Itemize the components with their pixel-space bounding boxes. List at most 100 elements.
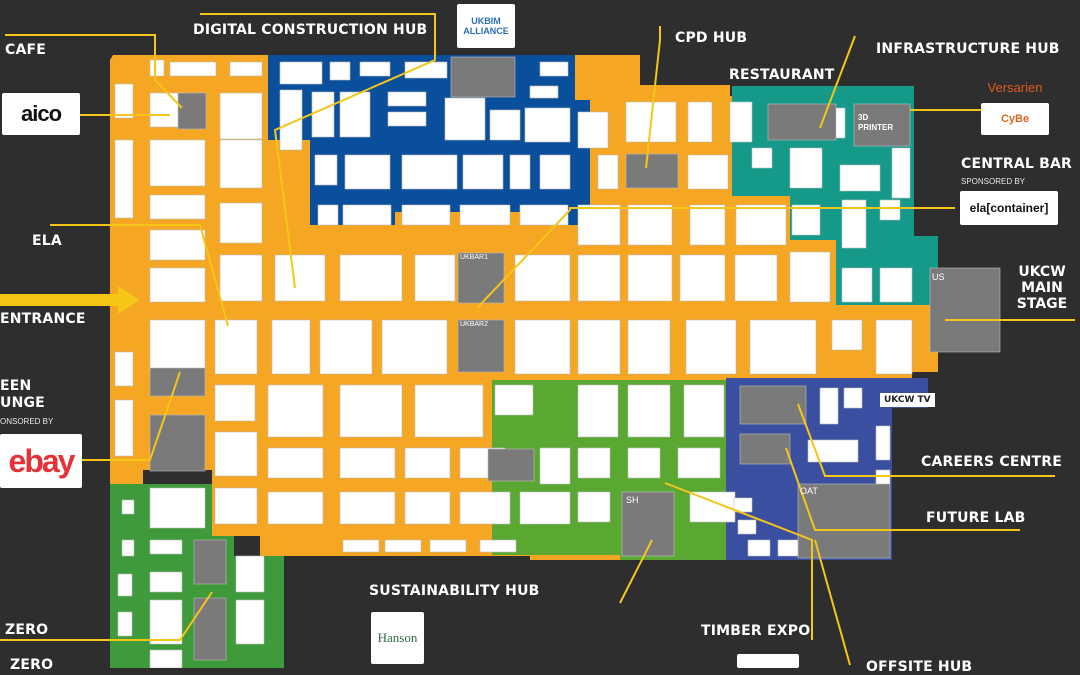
booth-16 <box>414 254 456 302</box>
main-stage-label: UKCW MAIN STAGE <box>1012 264 1072 312</box>
entrance-arrow <box>0 286 140 314</box>
booth-37 <box>267 384 324 438</box>
leader-line-11 <box>785 447 1020 531</box>
booth-122 <box>819 387 839 425</box>
us-tag: US <box>932 272 945 282</box>
entrance-label: ENTRANCE <box>0 311 86 327</box>
booth-91 <box>314 154 338 186</box>
green-lounge-label-1: EEN <box>0 378 32 394</box>
offsite-logo <box>737 654 799 668</box>
zero-feature-area-2 <box>193 597 227 661</box>
booth-15 <box>339 254 403 302</box>
booth-74 <box>235 555 265 593</box>
booth-25 <box>271 319 311 375</box>
booth-129 <box>875 469 891 487</box>
booth-72 <box>149 571 183 593</box>
booth-14 <box>274 254 326 302</box>
booth-105 <box>401 204 451 226</box>
zero-feature-area-1 <box>193 539 227 585</box>
offsite-hub-label: OFFSITE HUB <box>866 659 973 675</box>
booth-43 <box>683 384 725 438</box>
booth-66 <box>149 487 206 529</box>
booth-54 <box>214 487 258 525</box>
booth-71 <box>117 611 133 637</box>
booth-123 <box>843 387 863 409</box>
booth-118 <box>879 267 913 303</box>
ela-label: ELA <box>32 233 62 249</box>
leader-line-1 <box>200 13 436 289</box>
sustainability-feature-area <box>621 491 675 557</box>
leader-line-10 <box>797 403 1055 477</box>
booth-65 <box>479 539 517 553</box>
booth-75 <box>235 599 265 645</box>
cpd-hub-label: CPD HUB <box>675 30 748 46</box>
booth-grid <box>114 59 913 668</box>
green-lounge-sponsored: ONSORED BY <box>0 417 54 426</box>
booth-5 <box>219 92 263 140</box>
green-lounge-feature-area <box>149 367 206 397</box>
booth-96 <box>539 154 571 190</box>
booth-104 <box>342 204 392 226</box>
booth-57 <box>404 491 451 525</box>
leader-line-13 <box>664 482 813 640</box>
bar-feature-area <box>487 448 535 482</box>
booth-82 <box>539 61 569 77</box>
ukcw-tv-label: UKCW TV <box>880 393 935 407</box>
leader-line-0 <box>5 34 183 109</box>
booth-3 <box>114 83 134 119</box>
booth-50 <box>539 447 571 485</box>
cpd-hub-feature-area <box>625 153 679 189</box>
booth-114 <box>839 164 881 192</box>
booth-121 <box>891 147 911 199</box>
booth-18 <box>577 254 621 302</box>
zero-label-1: ZERO <box>5 622 49 638</box>
leader-line-7 <box>80 371 181 461</box>
leader-line-15 <box>814 539 851 666</box>
booth-56 <box>339 491 396 525</box>
digital-hub-label: DIGITAL CONSTRUCTION HUB <box>193 22 428 38</box>
booth-83 <box>279 89 303 151</box>
booth-62 <box>342 539 380 553</box>
oat-tag: OAT <box>800 486 818 496</box>
booth-78 <box>329 61 351 81</box>
booth-58 <box>459 491 511 525</box>
main-stage-line-3: STAGE <box>1016 296 1068 312</box>
booth-79 <box>359 61 391 77</box>
booth-10 <box>219 202 263 244</box>
booth-59 <box>519 491 571 525</box>
booth-46 <box>267 447 324 479</box>
booth-6 <box>114 139 134 219</box>
booth-67 <box>149 539 183 555</box>
booth-13 <box>219 254 263 302</box>
cafe-feature-area <box>177 92 207 130</box>
booth-87 <box>387 111 427 127</box>
leader-line-14 <box>0 591 213 641</box>
booth-0 <box>149 59 165 77</box>
booth-69 <box>121 539 135 557</box>
booth-32 <box>749 319 817 375</box>
ukbar1-tag: UKBAR1 <box>460 254 489 261</box>
booth-12 <box>149 267 206 303</box>
booth-40 <box>494 384 534 416</box>
booth-92 <box>344 154 391 190</box>
booth-127 <box>733 497 753 513</box>
booth-20 <box>679 254 726 302</box>
booth-41 <box>577 384 619 438</box>
careers-centre-label: CAREERS CENTRE <box>921 454 1063 470</box>
booth-70 <box>117 573 133 597</box>
booth-73 <box>149 599 183 645</box>
booth-106 <box>459 204 511 226</box>
ukbar2-feature-area <box>457 319 505 373</box>
sh-tag: SH <box>626 495 639 505</box>
3d-printer-feature-area <box>853 103 911 147</box>
booth-23 <box>149 319 206 371</box>
booth-103 <box>317 204 339 226</box>
cafe-label: CAFE <box>5 42 47 58</box>
hanson-logo: Hanson <box>371 612 424 664</box>
booth-45 <box>214 431 258 477</box>
ukbim-alliance-logo: UKBIM ALLIANCE <box>457 4 515 48</box>
booth-31 <box>685 319 737 375</box>
feature-areas <box>149 56 1001 661</box>
booth-42 <box>627 384 671 438</box>
booth-29 <box>577 319 621 375</box>
